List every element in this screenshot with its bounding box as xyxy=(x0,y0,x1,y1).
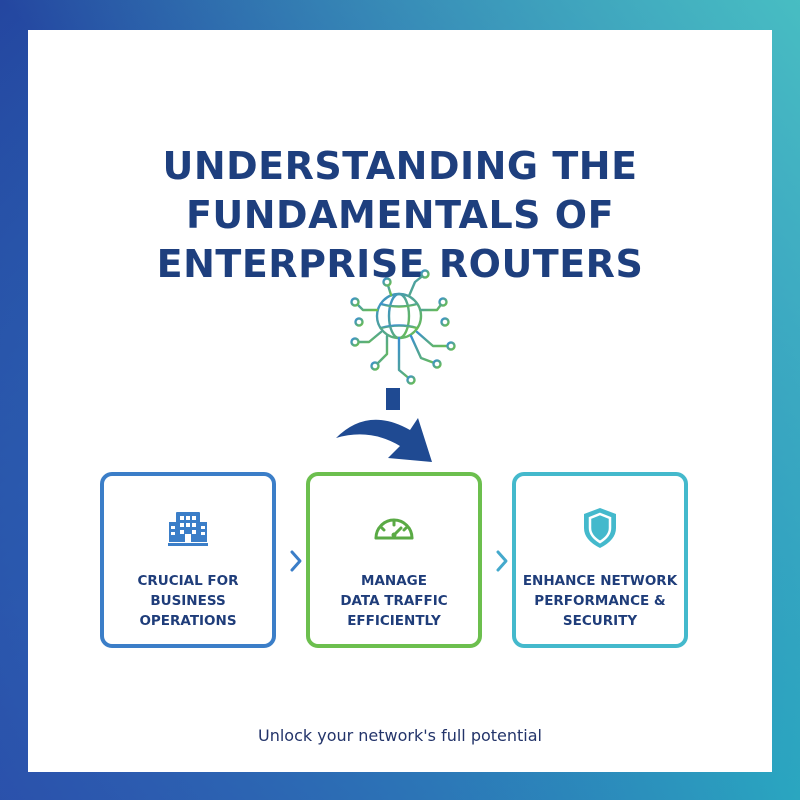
chevron-right-icon xyxy=(496,550,508,572)
shield-icon xyxy=(584,508,616,548)
title-line-3: ENTERPRISE ROUTERS xyxy=(156,242,644,286)
step-card-security: ENHANCE NETWORK PERFORMANCE & SECURITY xyxy=(512,472,688,648)
step-label-traffic: MANAGE DATA TRAFFIC EFFICIENTLY xyxy=(340,573,448,629)
chevron-right-icon xyxy=(290,550,302,572)
step-card-business: CRUCIAL FOR BUSINESS OPERATIONS xyxy=(100,472,276,648)
page-title: UNDERSTANDING THE FUNDAMENTALS OF ENTERP… xyxy=(28,142,772,289)
curved-arrow-down-icon xyxy=(336,388,432,462)
step-label-business: CRUCIAL FOR BUSINESS OPERATIONS xyxy=(137,573,239,629)
title-line-2: FUNDAMENTALS OF xyxy=(185,193,615,237)
title-line-1: UNDERSTANDING THE xyxy=(162,144,638,188)
tagline: Unlock your network's full potential xyxy=(257,726,542,745)
speedometer-icon xyxy=(374,518,414,540)
infographic-card: UNDERSTANDING THE FUNDAMENTALS OF ENTERP… xyxy=(28,30,772,772)
globe-network-icon xyxy=(350,269,456,385)
step-label-security: ENHANCE NETWORK PERFORMANCE & SECURITY xyxy=(522,573,678,629)
step-card-traffic: MANAGE DATA TRAFFIC EFFICIENTLY xyxy=(306,472,482,648)
building-icon xyxy=(168,512,208,546)
